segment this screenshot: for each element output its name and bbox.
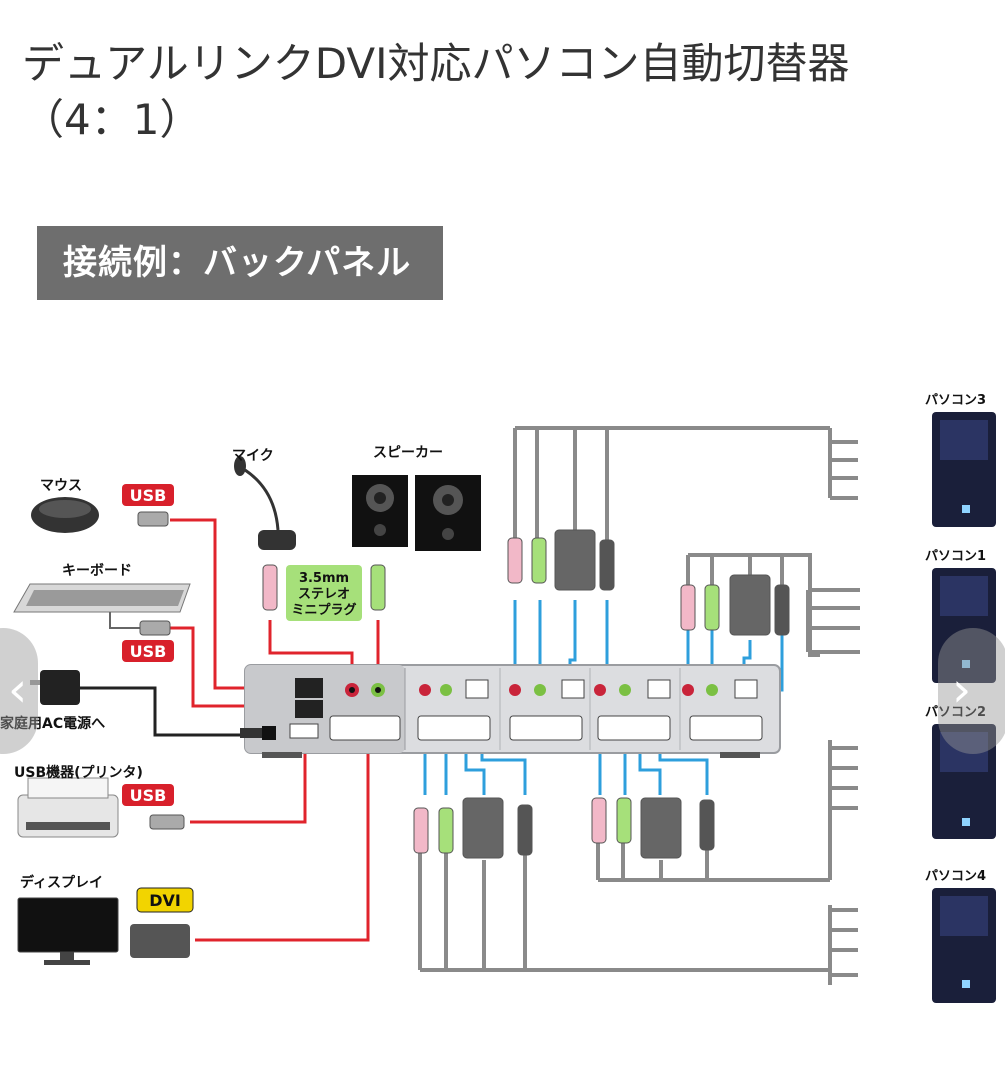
prev-image-button[interactable]: ‹	[0, 628, 38, 754]
pc1-label: パソコン1	[925, 549, 986, 564]
keyboard-device	[13, 583, 191, 636]
plug-line-2: ステレオ	[298, 587, 350, 602]
power-cable	[80, 686, 240, 737]
pc3-label: パソコン3	[925, 393, 986, 408]
ac-label: 家庭用AC電源へ	[0, 715, 105, 732]
pc4-label: パソコン4	[925, 869, 986, 884]
next-image-button[interactable]: ›	[938, 628, 1005, 754]
display-device	[17, 897, 190, 965]
plug-cluster-bottom-left	[413, 797, 533, 859]
usb-badge-text: USB	[130, 642, 167, 661]
chevron-right-icon: ›	[952, 662, 972, 718]
pc4-tower	[932, 888, 996, 1003]
usb-badge-text: USB	[130, 786, 167, 805]
dvi-badge-text: DVI	[149, 891, 181, 910]
plug-cluster-bottom-right	[591, 797, 715, 859]
title-line-1: デュアルリンクDVI対応パソコン自動切替器	[22, 39, 850, 88]
kvm-switch-body	[244, 664, 781, 758]
mouse-device	[31, 497, 169, 533]
pc1-tower	[932, 568, 996, 683]
gray-cables	[418, 426, 860, 985]
pc3-tower	[932, 412, 996, 527]
usb-badge-keyboard: USB	[122, 640, 174, 662]
usb-badge-mouse: USB	[122, 484, 174, 506]
mic-label: マイク	[232, 448, 274, 464]
plug-line-3: ミニプラグ	[291, 602, 356, 618]
pc-port-groups	[417, 679, 763, 741]
mic-device	[234, 456, 296, 611]
plug-cluster-top	[507, 529, 615, 591]
keyboard-label: キーボード	[62, 563, 132, 579]
ac-adapter	[30, 670, 262, 738]
page-title: デュアルリンクDVI対応パソコン自動切替器 （4：1）	[22, 36, 982, 148]
speaker-device	[352, 475, 481, 611]
mouse-label: マウス	[40, 478, 82, 494]
pc2-tower	[932, 724, 996, 839]
printer-device	[17, 777, 185, 838]
section-label: 接続例：バックパネル	[37, 226, 443, 300]
pc2-label: パソコン2	[925, 705, 986, 720]
plug-callout: 3.5mm ステレオ ミニプラグ	[286, 565, 362, 621]
usb-badge-text: USB	[130, 486, 167, 505]
usb-badge-printer: USB	[122, 784, 174, 806]
plug-cluster-right	[680, 574, 790, 636]
chevron-left-icon: ‹	[8, 662, 28, 718]
dvi-badge-display: DVI	[136, 887, 194, 913]
plug-line-1: 3.5mm	[299, 571, 349, 586]
speaker-label: スピーカー	[373, 445, 443, 461]
title-line-2: （4：1）	[22, 95, 202, 144]
usb-device-label: USB機器(プリンタ)	[14, 764, 143, 781]
pc-towers	[932, 412, 996, 1003]
display-label: ディスプレイ	[20, 874, 103, 891]
